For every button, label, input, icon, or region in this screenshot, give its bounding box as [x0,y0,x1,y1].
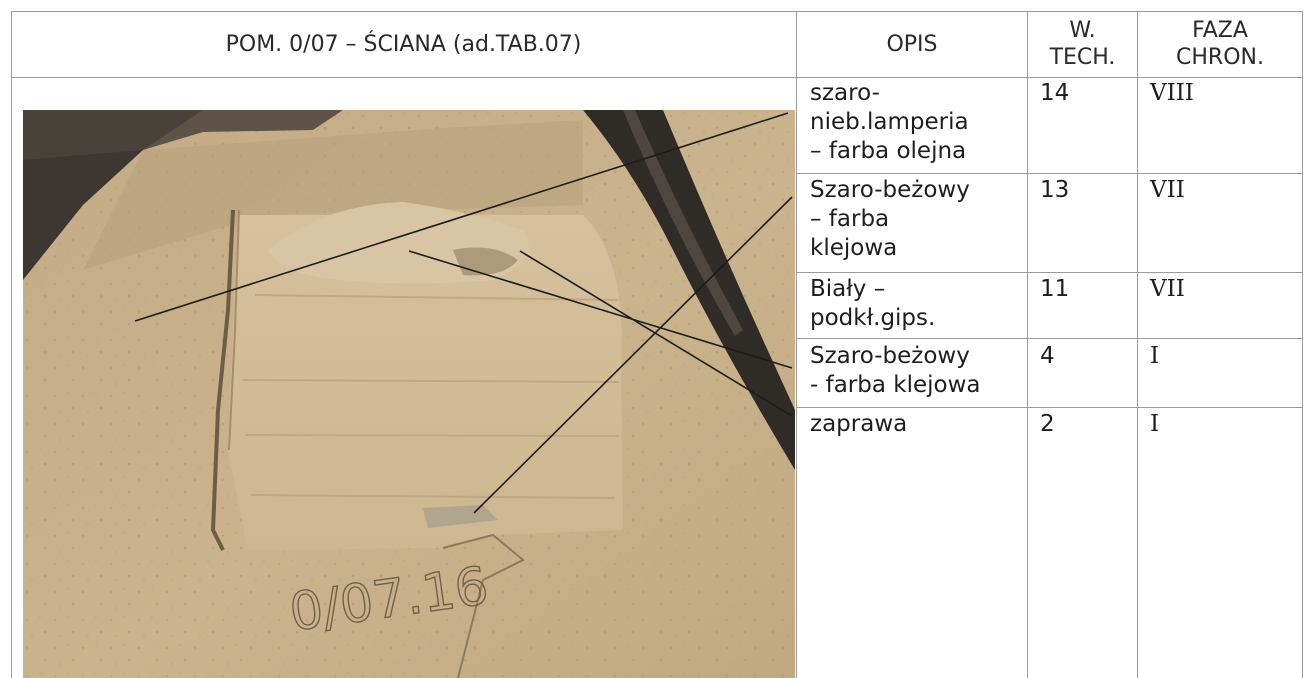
header-wtech-line2: TECH. [1049,45,1116,70]
row-1-opis: szaro- nieb.lamperia – farba olejna [810,79,969,166]
leader-line-row-5 [519,250,793,417]
header-wtech: W. TECH. [1028,11,1137,77]
row-3-faza: VII [1150,276,1185,302]
row-3-wtech: 11 [1040,276,1070,302]
header-opis-text: OPIS [886,31,938,57]
leader-line-row-2 [473,196,793,514]
row-2-opis-line: Szaro-beżowy [810,177,970,203]
row-3-opis-line: podkł.gips. [810,305,936,331]
header-faza-line2: CHRON. [1176,45,1264,70]
sample-photo-image: 0/07.16 [23,110,795,678]
header-faza: FAZA CHRON. [1138,11,1302,77]
row-separator [796,173,1303,174]
row-1-opis-line: nieb.lamperia [810,109,969,135]
leader-line-row-1 [134,112,789,322]
row-2-opis-line: – farba [810,206,890,232]
row-1-wtech: 14 [1040,80,1070,106]
sample-photo: 0/07.16 [23,110,795,678]
row-2-opis: Szaro-beżowy – farba klejowa [810,176,970,263]
row-2-wtech: 13 [1040,177,1070,203]
row-1-opis-line: – farba olejna [810,138,967,164]
leader-line-row-4 [408,250,793,369]
column-divider-faza [1137,11,1138,678]
row-3-opis: Biały – podkł.gips. [810,275,935,333]
column-divider-opis [796,11,797,678]
row-2-opis-line: klejowa [810,235,898,261]
stratigraphy-table: POM. 0/07 – ŚCIANA (ad.TAB.07) OPIS W. T… [11,11,1303,678]
row-3-opis-line: Biały – [810,276,886,302]
leader-lines [134,112,793,514]
header-wtech-line1: W. [1069,18,1096,43]
header-bottom-border [11,77,1303,78]
row-separator [796,407,1303,408]
column-divider-wtech [1027,11,1028,678]
row-4-faza: I [1150,343,1160,369]
row-separator [796,338,1303,339]
row-1-faza: VIII [1150,80,1194,106]
row-4-opis: Szaro-beżowy - farba klejowa [810,342,981,400]
row-5-opis-line: zaprawa [810,411,908,437]
row-4-opis-line: Szaro-beżowy [810,343,970,369]
row-4-wtech: 4 [1040,343,1055,369]
header-opis: OPIS [797,11,1027,77]
row-5-faza: I [1150,411,1160,437]
row-5-opis: zaprawa [810,410,907,439]
row-2-faza: VII [1150,177,1185,203]
table-top-border [11,11,1303,12]
row-1-opis-line: szaro- [810,80,880,106]
header-title-text: POM. 0/07 – ŚCIANA (ad.TAB.07) [225,31,582,57]
row-4-opis-line: - farba klejowa [810,372,981,398]
table-left-border [11,11,12,678]
row-separator [796,272,1303,273]
table-right-border [1302,11,1303,678]
header-faza-line1: FAZA [1192,18,1248,43]
row-5-wtech: 2 [1040,411,1055,437]
header-title: POM. 0/07 – ŚCIANA (ad.TAB.07) [11,11,796,77]
